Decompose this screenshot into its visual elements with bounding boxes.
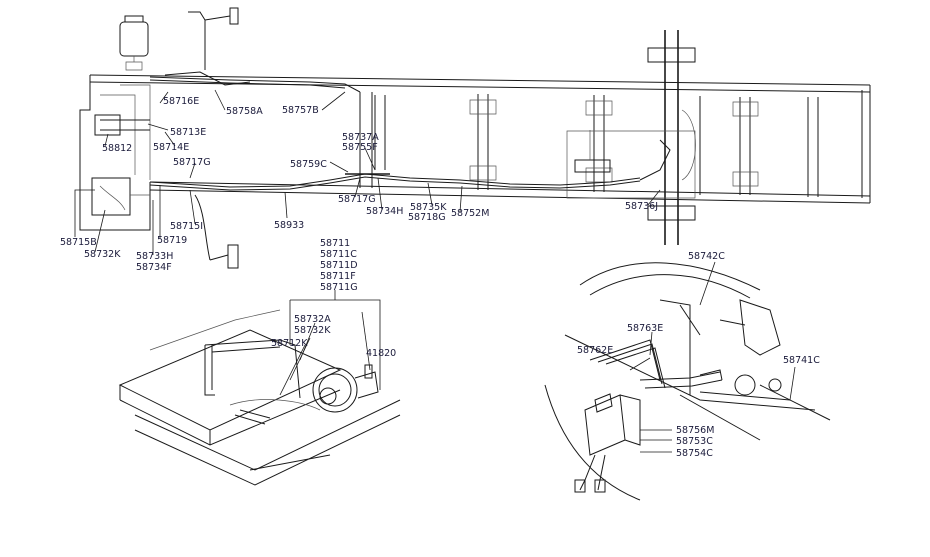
label-58812: 58812 — [102, 143, 132, 154]
brake-lines-main — [91, 76, 671, 216]
label-58718G: 58718G — [408, 212, 446, 223]
label-58756M: 58756M — [676, 425, 714, 436]
label-58737A: 58737A — [342, 132, 379, 143]
chassis-frame — [79, 30, 871, 245]
label-58711D: 58711D — [320, 260, 358, 271]
label-58711: 58711 — [320, 238, 350, 249]
label-58711G: 58711G — [320, 282, 358, 293]
label-58711F: 58711F — [320, 271, 356, 282]
label-58734F: 58734F — [136, 262, 172, 273]
label-58732A: 58732A — [294, 314, 331, 325]
label-58741C: 58741C — [783, 355, 820, 366]
reservoir-tank — [119, 15, 149, 71]
label-58757B: 58757B — [282, 105, 319, 116]
label-58755F: 58755F — [342, 142, 378, 153]
label-58715I: 58715I — [170, 221, 203, 232]
label-58933: 58933 — [274, 220, 304, 231]
label-58754C: 58754C — [676, 448, 713, 459]
label-58752M: 58752M — [451, 208, 489, 219]
label-58715B: 58715B — [60, 237, 97, 248]
label-58716E: 58716E — [163, 96, 199, 107]
label-58762E: 58762E — [577, 345, 613, 356]
label-58736J: 58736J — [625, 201, 658, 212]
label-58711C: 58711C — [320, 249, 357, 260]
label-58712K: 58712K — [271, 338, 308, 349]
label-58719: 58719 — [157, 235, 187, 246]
label-58732K-a: 58732K — [84, 249, 121, 260]
label-58742C: 58742C — [688, 251, 725, 262]
front-lower-hose — [194, 194, 239, 269]
label-58713E: 58713E — [170, 127, 206, 138]
label-58717G-b: 58717G — [338, 194, 376, 205]
label-58714E: 58714E — [153, 142, 189, 153]
label-58753C: 58753C — [676, 436, 713, 447]
label-58732K-b: 58732K — [294, 325, 331, 336]
booster-detail — [118, 290, 401, 486]
leader-lines-top — [74, 89, 661, 255]
label-58733H: 58733H — [136, 251, 173, 262]
label-58759C: 58759C — [290, 159, 327, 170]
front-upper-hose — [164, 7, 251, 86]
abs-detail — [544, 261, 831, 501]
label-41820: 41820 — [366, 348, 396, 359]
label-58734H-a: 58734H — [366, 206, 403, 217]
label-58763E: 58763E — [627, 323, 663, 334]
label-58758A: 58758A — [226, 106, 263, 117]
part-labels: 58716E 58758A 58757B 58713E 58812 58714E… — [60, 96, 820, 459]
label-58717G-a: 58717G — [173, 157, 211, 168]
label-58735K: 58735K — [410, 202, 447, 213]
